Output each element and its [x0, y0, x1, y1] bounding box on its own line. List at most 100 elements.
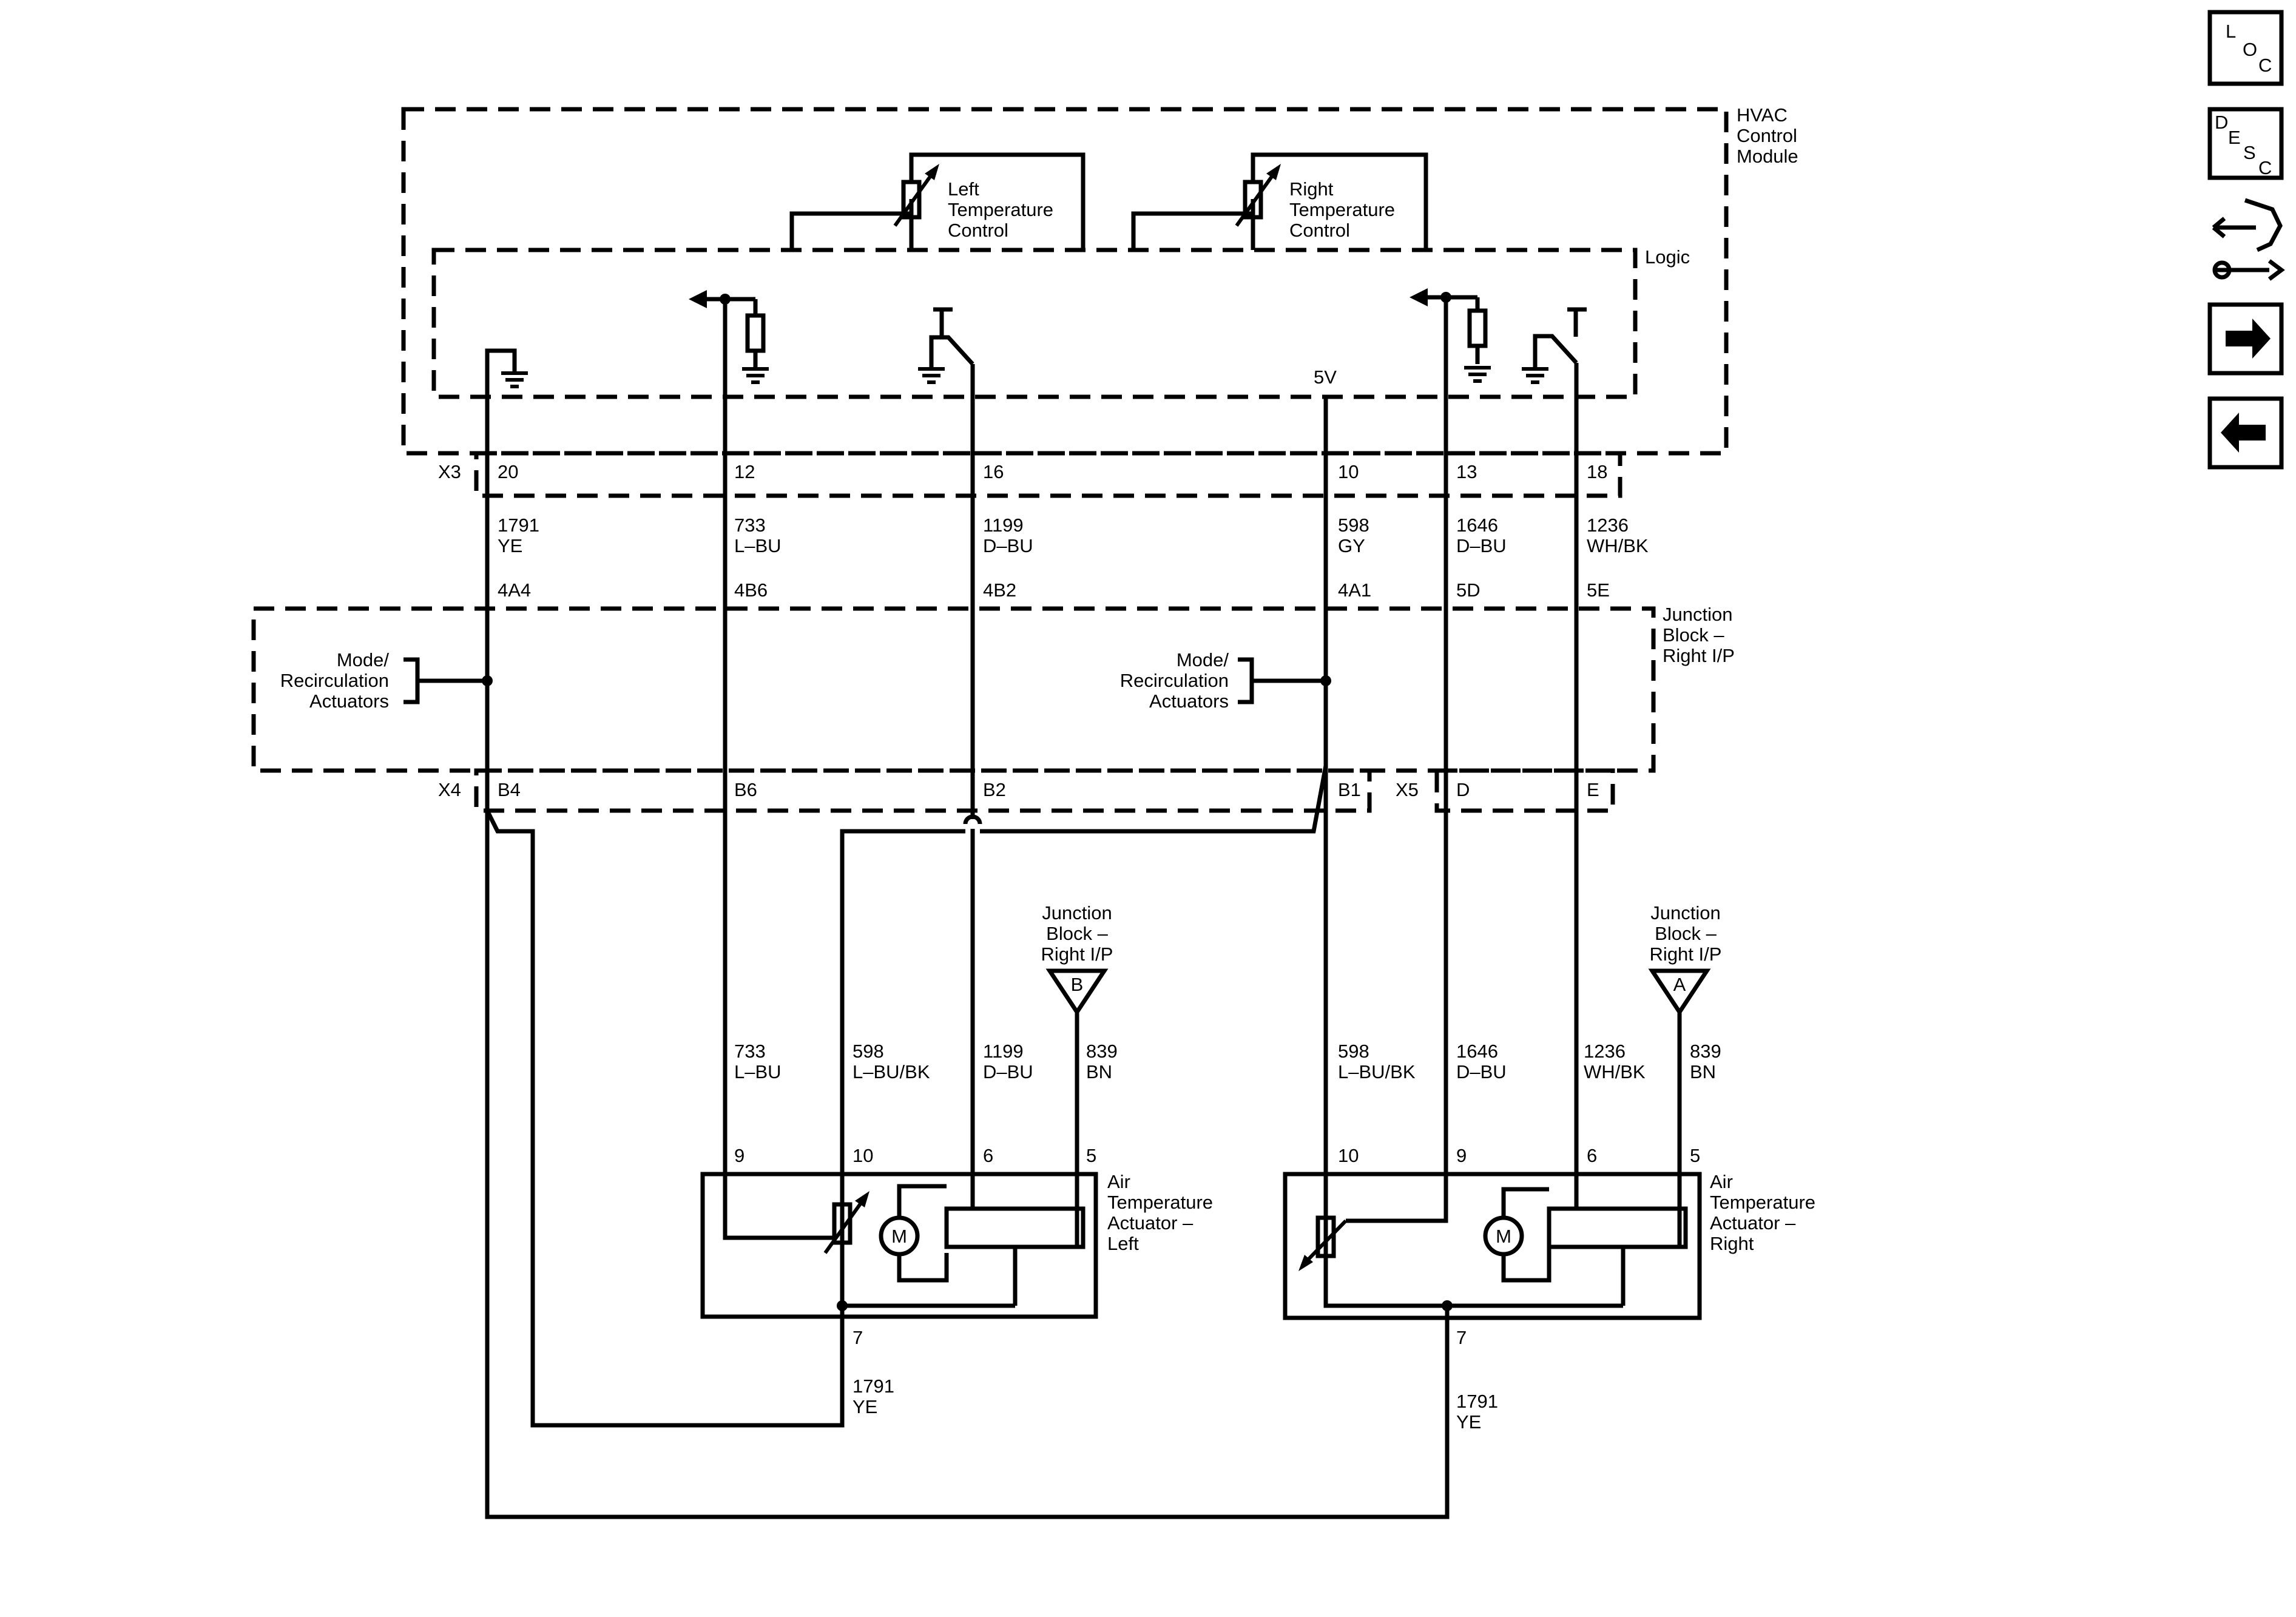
svg-text:Temperature: Temperature: [1107, 1192, 1213, 1213]
svg-text:Module: Module: [1737, 146, 1798, 167]
svg-text:A: A: [1673, 974, 1686, 995]
svg-text:1791: 1791: [498, 515, 539, 536]
wire-1646-dbu: [1346, 297, 1448, 1223]
svg-text:10: 10: [1338, 461, 1359, 482]
arrow-right-icon[interactable]: [2207, 302, 2284, 376]
svg-text:Right I/P: Right I/P: [1041, 944, 1113, 965]
left-temperature-control: Left Temperature Control: [789, 152, 1086, 250]
svg-text:Air: Air: [1107, 1171, 1130, 1192]
svg-text:B: B: [1071, 974, 1084, 995]
svg-text:Right: Right: [1710, 1233, 1754, 1254]
svg-text:1646: 1646: [1456, 515, 1498, 536]
svg-text:16: 16: [983, 461, 1004, 482]
svg-text:B1: B1: [1338, 779, 1361, 800]
svg-text:D: D: [1456, 779, 1470, 800]
svg-text:B4: B4: [498, 779, 521, 800]
svg-text:1646: 1646: [1456, 1041, 1498, 1062]
svg-text:B6: B6: [734, 779, 757, 800]
svg-text:20: 20: [498, 461, 518, 482]
air-temperature-actuator-right: M Air Temperature Actuator – Right: [1283, 1171, 1815, 1320]
hvac-module-label: HVAC Control Module: [1737, 104, 1798, 167]
svg-text:12: 12: [734, 461, 755, 482]
right-temperature-control: Right Temperature Control: [1131, 152, 1428, 250]
svg-text:L–BU/BK: L–BU/BK: [853, 1061, 930, 1082]
svg-text:6: 6: [983, 1145, 993, 1166]
svg-text:YE: YE: [853, 1396, 877, 1417]
air-temperature-actuator-left: M Air Temperature Actuator – Left: [700, 1171, 1213, 1319]
svg-text:O: O: [2243, 39, 2257, 60]
svg-text:Actuators: Actuators: [1149, 690, 1229, 712]
junction-block-box: [251, 606, 1656, 773]
bottom-wire-labels: 1791 YE 1791 YE: [853, 1376, 1498, 1433]
svg-text:18: 18: [1587, 461, 1607, 482]
arrow-left-icon[interactable]: [2207, 396, 2284, 470]
svg-text:Right I/P: Right I/P: [1650, 944, 1722, 965]
svg-text:Block –: Block –: [1046, 923, 1108, 944]
right-sense-resistor: [1410, 288, 1491, 383]
svg-text:YE: YE: [498, 535, 522, 556]
svg-text:5D: 5D: [1456, 579, 1481, 601]
svg-text:Left: Left: [1107, 1233, 1139, 1254]
wire-598-left: [840, 397, 1328, 1306]
junction-block-ref-b: B Junction Block – Right I/P: [1041, 902, 1113, 1016]
svg-text:S: S: [2243, 142, 2256, 163]
svg-text:4B2: 4B2: [983, 579, 1016, 601]
right-logic-switch: [1522, 307, 1587, 384]
left-sense-resistor: [689, 290, 769, 384]
x4-x5-pin-labels: B4 B6 B2 B1 D E: [498, 779, 1599, 800]
logic-label: Logic: [1645, 246, 1690, 268]
svg-text:Air: Air: [1710, 1171, 1733, 1192]
x5-label: X5: [1396, 779, 1419, 800]
svg-text:Mode/: Mode/: [337, 649, 390, 670]
svg-text:5: 5: [1690, 1145, 1700, 1166]
svg-text:D–BU: D–BU: [1456, 1061, 1507, 1082]
logic-box: [431, 248, 1638, 399]
svg-text:L: L: [2226, 21, 2236, 42]
svg-text:L–BU: L–BU: [734, 1061, 782, 1082]
svg-text:598: 598: [853, 1041, 884, 1062]
svg-text:5: 5: [1086, 1145, 1096, 1166]
right-actuator-wire-labels: 598 L–BU/BK 1646 D–BU 1236 WH/BK 839 BN: [1338, 1041, 1721, 1082]
svg-text:HVAC: HVAC: [1737, 104, 1788, 126]
svg-text:1236: 1236: [1584, 1041, 1626, 1062]
svg-text:Actuator –: Actuator –: [1107, 1212, 1194, 1234]
svg-text:Mode/: Mode/: [1177, 649, 1229, 670]
svg-text:1199: 1199: [983, 1041, 1024, 1062]
svg-text:733: 733: [734, 1041, 766, 1062]
svg-text:Control: Control: [948, 220, 1008, 241]
x3-pin-labels: 20 12 16 10 13 18: [498, 461, 1607, 482]
mode-recirculation-left: Mode/ Recirculation Actuators: [280, 649, 487, 712]
svg-text:7: 7: [1456, 1327, 1467, 1348]
svg-text:C: C: [2258, 55, 2272, 76]
svg-text:L–BU: L–BU: [734, 535, 782, 556]
svg-text:1199: 1199: [983, 515, 1024, 536]
x4-label: X4: [438, 779, 461, 800]
svg-text:4B6: 4B6: [734, 579, 768, 601]
svg-text:C: C: [2258, 157, 2272, 178]
svg-text:Temperature: Temperature: [1710, 1192, 1815, 1213]
left-actuator-pin-labels: 9 10 6 5 7: [734, 1145, 1096, 1348]
junction-block-pin-labels: 4A4 4B6 4B2 4A1 5D 5E: [498, 579, 1610, 601]
svg-text:1236: 1236: [1587, 515, 1629, 536]
svg-text:10: 10: [1338, 1145, 1359, 1166]
svg-text:Junction: Junction: [1042, 902, 1112, 923]
svg-text:9: 9: [734, 1145, 745, 1166]
wire-1791-ye-right: [485, 811, 1450, 1519]
svg-text:598: 598: [1338, 1041, 1369, 1062]
svg-text:839: 839: [1086, 1041, 1118, 1062]
svg-text:1791: 1791: [1456, 1391, 1498, 1412]
svg-text:GY: GY: [1338, 535, 1365, 556]
wire-733-lbu: [723, 299, 834, 1240]
svg-text:D–BU: D–BU: [983, 1061, 1033, 1082]
svg-text:BN: BN: [1690, 1061, 1716, 1082]
svg-text:Actuator –: Actuator –: [1710, 1212, 1796, 1234]
connector-wrench-icon[interactable]: [2212, 198, 2285, 281]
svg-text:D: D: [2215, 112, 2228, 133]
desc-button[interactable]: D E S C: [2207, 107, 2284, 180]
svg-text:Temperature: Temperature: [948, 199, 1053, 220]
svg-text:5E: 5E: [1587, 579, 1610, 601]
svg-text:4A4: 4A4: [498, 579, 531, 601]
loc-button[interactable]: L O C: [2207, 10, 2284, 86]
svg-text:B2: B2: [983, 779, 1006, 800]
